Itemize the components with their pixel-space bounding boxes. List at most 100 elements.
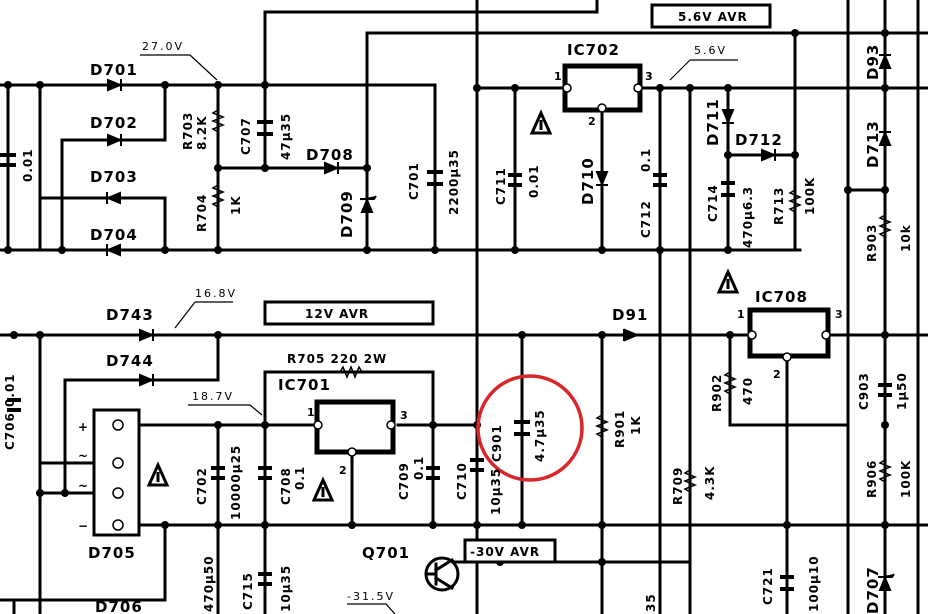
pin-number: 1 <box>554 70 562 83</box>
diode-label: D707 <box>864 566 882 614</box>
terminal-label: + <box>78 420 89 434</box>
pin-number: 2 <box>773 368 781 381</box>
ic-label: IC702 <box>567 41 620 59</box>
warning-icon <box>311 476 335 502</box>
part-label: C706 0.01 <box>3 373 17 450</box>
voltage-label: 5.6V <box>694 44 727 57</box>
ic701 <box>313 399 396 457</box>
diode-label: D710 <box>579 157 597 205</box>
capacitor-symbols <box>0 120 892 591</box>
bridge-rectifier-d705 <box>92 408 141 537</box>
part-value: 0.1 <box>412 456 426 480</box>
part-label: C901 <box>490 424 504 462</box>
pin-number: 2 <box>588 115 596 128</box>
part-value: 35 <box>644 593 658 612</box>
highlight-circle <box>476 374 584 482</box>
part-value: 0.01 <box>21 148 35 182</box>
part-label: C721 <box>761 567 775 605</box>
part-value: 10µ35 <box>489 468 503 515</box>
part-value: 10000µ25 <box>229 445 243 520</box>
voltage-label: 18.7V <box>192 390 234 403</box>
part-label: C701 <box>407 162 421 200</box>
warning-icons <box>146 109 740 502</box>
part-label: R704 <box>195 194 209 232</box>
part-value: 470 <box>741 377 755 405</box>
rail-box-12v <box>263 300 435 326</box>
part-label: R906 <box>865 460 879 498</box>
part-value: 4.7µ35 <box>533 409 547 462</box>
part-value: 2200µ35 <box>447 149 461 215</box>
voltage-label: -31.5V <box>347 590 395 603</box>
part-value: 10k <box>899 224 913 252</box>
part-value: 0.01 <box>527 164 541 198</box>
diode-label: D701 <box>90 61 138 79</box>
ic708 <box>747 307 831 362</box>
rail-label: 12V AVR <box>305 307 369 321</box>
junction-dots <box>4 29 889 566</box>
diode-label: D711 <box>704 98 722 146</box>
ic-label: IC701 <box>278 376 331 394</box>
part-value: 1µ50 <box>895 372 909 410</box>
part-label: C714 <box>706 184 720 222</box>
part-value: 10µ35 <box>279 565 293 612</box>
part-label: C707 <box>239 117 253 155</box>
diode-label: D744 <box>106 352 154 370</box>
diode-label: D706 <box>95 598 143 614</box>
rail-label: 5.6V AVR <box>678 10 748 24</box>
warning-icon <box>716 268 740 294</box>
labels: 5.6V AVR 12V AVR -30V AVR 27.0V 5.6V 16.… <box>3 10 913 614</box>
diode-label: D93 <box>864 44 882 80</box>
part-label: C708 <box>279 467 293 505</box>
pin-number: 3 <box>835 308 843 321</box>
part-value: 0.1 <box>639 148 653 172</box>
diode-label: D712 <box>735 131 783 149</box>
ic702 <box>562 63 643 113</box>
part-label: C903 <box>857 372 871 410</box>
diode-symbols <box>105 53 895 591</box>
diode-label: D743 <box>106 306 154 324</box>
diode-label: D702 <box>90 114 138 132</box>
pin-number: 3 <box>645 70 653 83</box>
pin-number: 1 <box>307 406 315 419</box>
diode-label: D709 <box>338 190 356 238</box>
pin-number: 3 <box>400 409 408 422</box>
part-value: 100K <box>803 177 817 215</box>
pin-number: 1 <box>737 308 745 321</box>
part-value: 470µ6.3 <box>741 186 755 248</box>
resistor-symbols <box>210 109 893 493</box>
part-value: 4.3K <box>703 465 717 500</box>
part-label: C715 <box>241 572 255 610</box>
transistor-q701 <box>424 556 460 592</box>
part-value: 470µ50 <box>202 555 216 612</box>
diode-label: D705 <box>88 544 136 562</box>
diode-label: D713 <box>864 120 882 168</box>
diode-label: D708 <box>306 146 354 164</box>
part-value: 1K <box>229 195 243 215</box>
part-label: R703 <box>181 112 195 150</box>
part-label: C709 <box>397 462 411 500</box>
part-label: C712 <box>639 200 653 238</box>
diode-label: D91 <box>612 306 648 324</box>
part-value: 8.2K <box>195 115 209 150</box>
ic-label: IC708 <box>755 288 808 306</box>
rail-box-minus30v <box>463 538 557 564</box>
transistor-label: Q701 <box>362 544 410 562</box>
part-value: 1K <box>629 415 643 435</box>
part-value: 47µ35 <box>279 113 293 160</box>
part-label: R705 220 2W <box>287 352 387 366</box>
diode-label: D704 <box>90 226 138 244</box>
rail-box-5v6 <box>650 3 772 29</box>
part-label: R902 <box>710 374 724 412</box>
rail-label: -30V AVR <box>470 545 540 559</box>
diode-label: D703 <box>90 168 138 186</box>
terminal-label: ~ <box>78 479 89 493</box>
part-label: R713 <box>772 187 786 225</box>
part-label: R709 <box>671 467 685 505</box>
part-value: 0.1 <box>293 466 307 490</box>
voltage-pointers <box>140 54 738 614</box>
warning-icon <box>146 461 170 487</box>
part-label: C711 <box>494 167 508 205</box>
part-label: R903 <box>865 224 879 262</box>
